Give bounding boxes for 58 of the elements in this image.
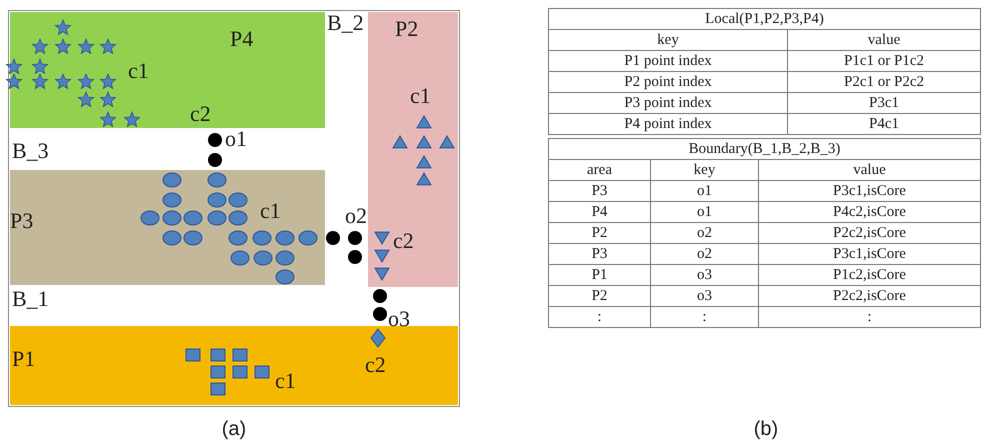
table-cell: o2 xyxy=(650,244,758,264)
panel-label: (a) xyxy=(222,418,246,440)
table-cell: o3 xyxy=(650,264,758,286)
cluster-label: c2 xyxy=(190,103,211,125)
cluster-label: c1 xyxy=(260,200,281,222)
table-cell: P2 xyxy=(548,286,650,306)
table-cell: o1 xyxy=(650,180,758,202)
region-label: P1 xyxy=(12,348,36,370)
panel-label: (b) xyxy=(754,418,778,440)
cluster-label: c2 xyxy=(365,354,386,376)
boundary-label: B_3 xyxy=(12,140,49,162)
table-cell: : xyxy=(758,306,980,328)
table-cell: P3c1 xyxy=(788,92,981,114)
table-cell: P4c1 xyxy=(788,114,981,134)
table-cell: P4c2,isCore xyxy=(758,202,980,222)
table-title: Boundary(B_1,B_2,B_3) xyxy=(548,138,980,160)
region-box xyxy=(10,326,458,405)
column-header: value xyxy=(758,160,980,180)
column-header: value xyxy=(788,30,981,50)
boundary-label: B_2 xyxy=(327,12,364,34)
point-label: o2 xyxy=(345,205,367,227)
region-label: P4 xyxy=(230,28,254,50)
table-cell: P1c1 or P1c2 xyxy=(788,50,981,72)
cluster-label: c1 xyxy=(275,370,296,392)
table-cell: P1c2,isCore xyxy=(758,264,980,286)
table-cell: P3c1,isCore xyxy=(758,244,980,264)
table-cell: P4 xyxy=(548,202,650,222)
region-label: P3 xyxy=(10,210,34,232)
table-cell: o3 xyxy=(650,286,758,306)
table-cell: P1 point index xyxy=(548,50,788,72)
table-title: Local(P1,P2,P3,P4) xyxy=(548,8,981,30)
boundary-label: B_1 xyxy=(12,288,49,310)
column-header: key xyxy=(548,30,788,50)
point-label: o1 xyxy=(225,128,247,150)
table-cell: P2 point index xyxy=(548,72,788,92)
table-cell: o2 xyxy=(650,222,758,244)
table-cell: P2c2,isCore xyxy=(758,222,980,244)
region-box xyxy=(368,12,458,287)
point-label: o3 xyxy=(388,308,410,330)
table-cell: P1 xyxy=(548,264,650,286)
region-label: P2 xyxy=(395,18,418,40)
cluster-label: c1 xyxy=(410,85,431,107)
column-header: key xyxy=(650,160,758,180)
table-cell: : xyxy=(548,306,650,328)
column-header: area xyxy=(548,160,650,180)
table-cell: P4 point index xyxy=(548,114,788,134)
table-cell: P3c1,isCore xyxy=(758,180,980,202)
table-cell: P2c1 or P2c2 xyxy=(788,72,981,92)
cluster-label: c1 xyxy=(128,60,149,82)
table-cell: P3 xyxy=(548,180,650,202)
table-cell: o1 xyxy=(650,202,758,222)
region-box xyxy=(10,170,325,285)
table-cell: : xyxy=(650,306,758,328)
table-cell: P2 xyxy=(548,222,650,244)
table-cell: P2c2,isCore xyxy=(758,286,980,306)
cluster-label: c2 xyxy=(393,230,414,252)
table-cell: P3 point index xyxy=(548,92,788,114)
table-cell: P3 xyxy=(548,244,650,264)
